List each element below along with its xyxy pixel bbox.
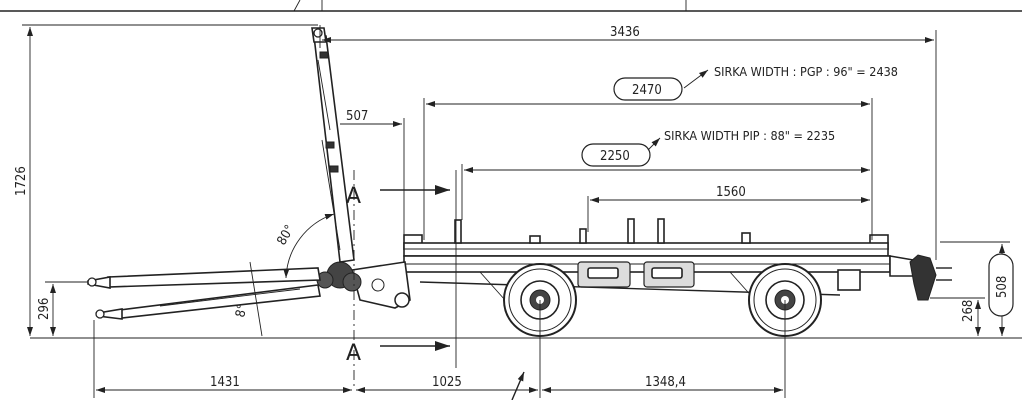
dim-overall-length: 3436 xyxy=(319,25,937,260)
dim-2470-bubble xyxy=(613,77,683,101)
dim-drawbar-height: 296 xyxy=(37,281,88,336)
dim-height: 1726 xyxy=(14,24,318,336)
dim-508-label: 508 xyxy=(995,276,1010,298)
dim-1560-label: 1560 xyxy=(716,185,746,200)
dim-2250-bubble xyxy=(581,143,651,167)
dim-2250-label: 2250 xyxy=(600,149,630,164)
dim-508-bubble xyxy=(988,253,1014,317)
dim-268-label: 268 xyxy=(961,300,976,322)
section-mark-bottom: A xyxy=(346,341,361,366)
dim-coupling-height: 508 xyxy=(940,241,1014,336)
note-pip-text: SIRKA WIDTH PIP : 88" = 2235 xyxy=(664,128,835,143)
dim-296-label: 296 xyxy=(37,298,52,320)
dim-bottom-chain: 1431 1025 1348,4 xyxy=(93,300,786,400)
drawbar-raised xyxy=(311,27,355,263)
note-pgp: SIRKA WIDTH : PGP : 96" = 2438 xyxy=(683,64,898,89)
dim-drawbar-offset: 507 xyxy=(340,109,405,240)
note-pgp-text: SIRKA WIDTH : PGP : 96" = 2438 xyxy=(714,64,898,79)
angle-80-label: 80° xyxy=(274,223,297,248)
dim-1025-label: 1025 xyxy=(432,375,462,390)
dim-507-label: 507 xyxy=(346,109,368,124)
frame-lines xyxy=(0,0,1022,339)
section-mark-top: A xyxy=(346,184,361,209)
dim-1726-label: 1726 xyxy=(14,166,29,196)
dim-3436-label: 3436 xyxy=(610,25,640,40)
drawbar-lowered xyxy=(87,267,321,320)
angle-8-label: 8° xyxy=(233,303,250,319)
dim-1348-label: 1348,4 xyxy=(645,375,686,390)
section-line: A A xyxy=(346,170,457,390)
dim-deck-inner: 2250 xyxy=(461,143,870,220)
dim-stake-span: 1560 xyxy=(587,185,870,232)
turntable xyxy=(316,261,411,309)
dim-1431-label: 1431 xyxy=(210,375,240,390)
dim-rear-height: 268 xyxy=(930,297,985,336)
dim-deck-outer: 2470 xyxy=(423,77,873,240)
trailer-body xyxy=(403,218,952,301)
dim-2470-label: 2470 xyxy=(632,83,662,98)
note-pip: SIRKA WIDTH PIP : 88" = 2235 xyxy=(647,128,835,151)
